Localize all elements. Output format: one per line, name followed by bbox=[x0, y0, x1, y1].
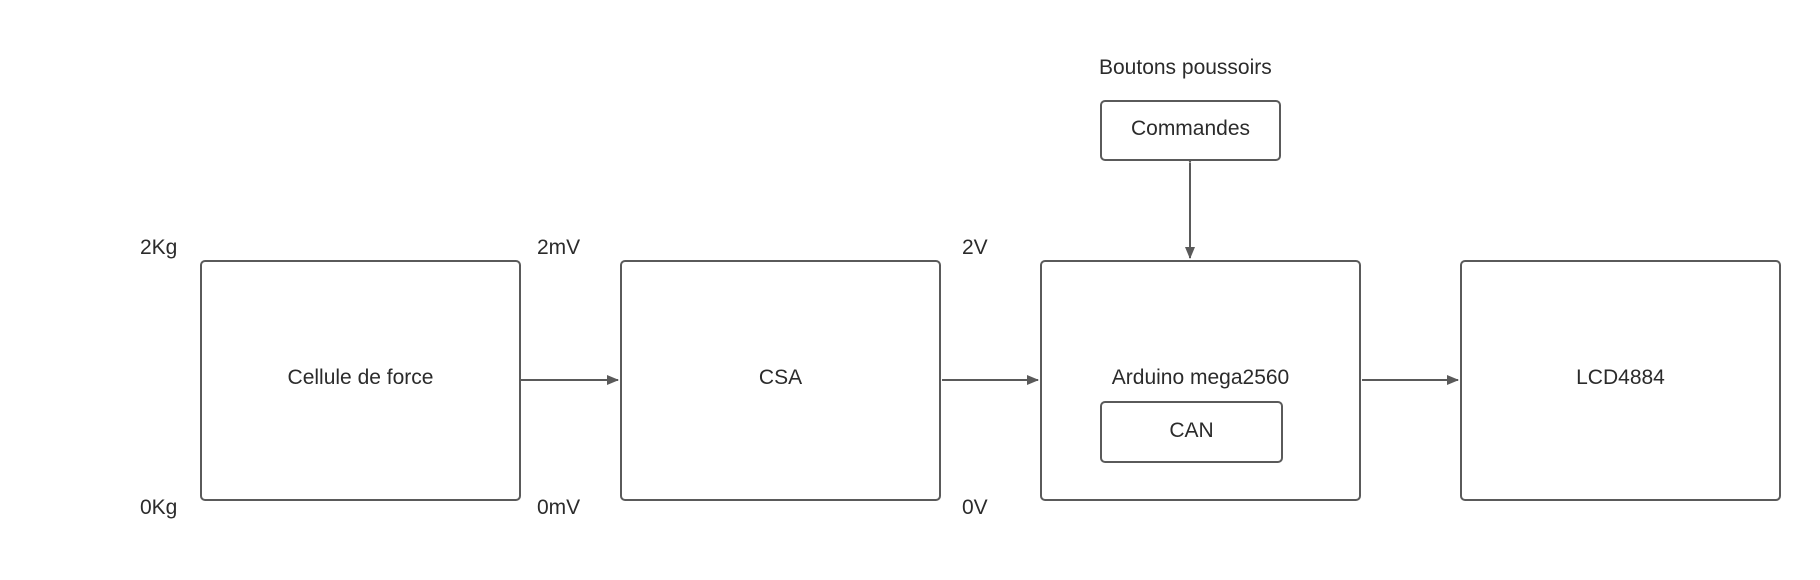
label-max-force: 2Kg bbox=[140, 236, 178, 259]
block-arduino-mega2560: Arduino mega2560 CAN bbox=[1040, 260, 1361, 501]
block-csa-label: CSA bbox=[758, 366, 803, 389]
label-max-mv: 2mV bbox=[537, 236, 581, 259]
block-can: CAN bbox=[1100, 401, 1283, 463]
block-can-label: CAN bbox=[1169, 419, 1214, 442]
block-cellule-de-force-label: Cellule de force bbox=[287, 366, 434, 389]
label-min-force: 0Kg bbox=[140, 496, 178, 519]
block-commandes: Commandes bbox=[1100, 100, 1281, 161]
label-min-mv: 0mV bbox=[537, 496, 581, 519]
block-lcd-label: LCD4884 bbox=[1576, 366, 1665, 389]
block-cellule-de-force: Cellule de force bbox=[200, 260, 521, 501]
block-arduino-label: Arduino mega2560 bbox=[1111, 366, 1290, 389]
block-commandes-label: Commandes bbox=[1130, 117, 1251, 140]
label-min-v: 0V bbox=[962, 496, 988, 519]
block-lcd4884: LCD4884 bbox=[1460, 260, 1781, 501]
label-boutons-poussoirs: Boutons poussoirs bbox=[1099, 56, 1272, 79]
block-csa: CSA bbox=[620, 260, 941, 501]
label-max-v: 2V bbox=[962, 236, 988, 259]
